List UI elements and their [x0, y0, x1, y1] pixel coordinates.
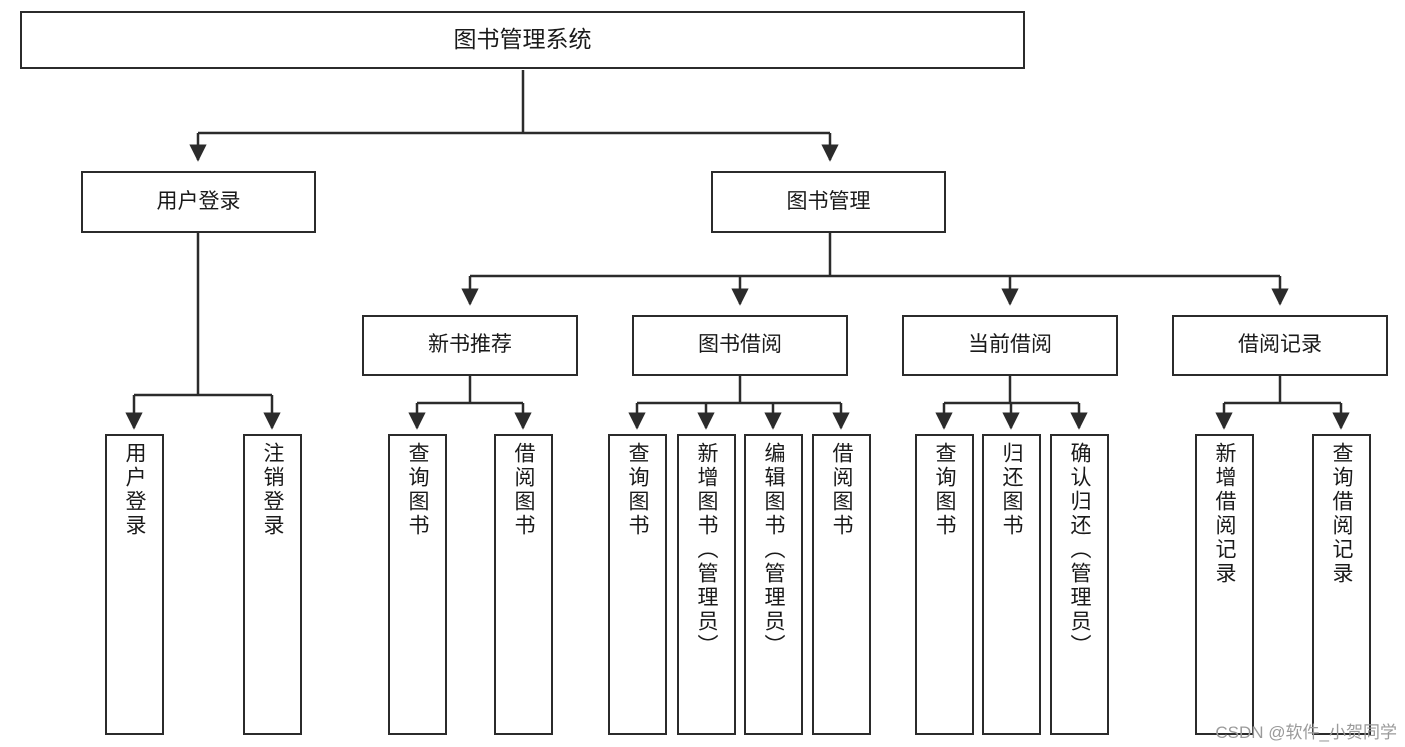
node-user-login[interactable]: 用户登录 [81, 171, 316, 233]
node-book-borrow-label: 图书借阅 [698, 333, 782, 357]
leaf-borrow-borrow-book[interactable]: 借阅图书 [812, 434, 871, 735]
node-current-borrow[interactable]: 当前借阅 [902, 315, 1118, 376]
leaf-user-login-logout[interactable]: 注销登录 [243, 434, 302, 735]
leaf-current-query-book[interactable]: 查询图书 [915, 434, 974, 735]
leaf-record-query-record-label: 查询借阅记录 [1330, 442, 1353, 586]
leaf-borrow-query-book-label: 查询图书 [626, 442, 649, 538]
node-new-book-recommend-label: 新书推荐 [428, 333, 512, 357]
leaf-user-login-login[interactable]: 用户登录 [105, 434, 164, 735]
leaf-record-add-record-label: 新增借阅记录 [1213, 442, 1236, 586]
leaf-borrow-add-book-label: 新增图书（管理员） [695, 442, 718, 658]
node-current-borrow-label: 当前借阅 [968, 333, 1052, 357]
leaf-borrow-add-book[interactable]: 新增图书（管理员） [677, 434, 736, 735]
leaf-user-login-login-label: 用户登录 [123, 442, 146, 538]
node-book-management-label: 图书管理 [786, 189, 871, 213]
leaf-borrow-edit-book-label: 编辑图书（管理员） [762, 442, 785, 658]
leaf-borrow-edit-book[interactable]: 编辑图书（管理员） [744, 434, 803, 735]
node-borrow-record[interactable]: 借阅记录 [1172, 315, 1388, 376]
node-user-login-label: 用户登录 [156, 189, 241, 213]
leaf-current-confirm-return[interactable]: 确认归还（管理员） [1050, 434, 1109, 735]
leaf-user-login-logout-label: 注销登录 [261, 442, 284, 538]
leaf-current-confirm-return-label: 确认归还（管理员） [1068, 442, 1091, 658]
leaf-recommend-query-book[interactable]: 查询图书 [388, 434, 447, 735]
node-new-book-recommend[interactable]: 新书推荐 [362, 315, 578, 376]
node-book-borrow[interactable]: 图书借阅 [632, 315, 848, 376]
leaf-current-return-book-label: 归还图书 [1000, 442, 1023, 538]
leaf-record-add-record[interactable]: 新增借阅记录 [1195, 434, 1254, 735]
leaf-record-query-record[interactable]: 查询借阅记录 [1312, 434, 1371, 735]
leaf-recommend-query-book-label: 查询图书 [406, 442, 429, 538]
leaf-current-return-book[interactable]: 归还图书 [982, 434, 1041, 735]
leaf-recommend-borrow-book[interactable]: 借阅图书 [494, 434, 553, 735]
leaf-recommend-borrow-book-label: 借阅图书 [512, 442, 535, 538]
leaf-current-query-book-label: 查询图书 [933, 442, 956, 538]
node-borrow-record-label: 借阅记录 [1238, 333, 1322, 357]
node-root-system-label: 图书管理系统 [453, 26, 592, 53]
leaf-borrow-query-book[interactable]: 查询图书 [608, 434, 667, 735]
node-book-management[interactable]: 图书管理 [711, 171, 946, 233]
node-root-system[interactable]: 图书管理系统 [20, 11, 1025, 69]
leaf-borrow-borrow-book-label: 借阅图书 [830, 442, 853, 538]
